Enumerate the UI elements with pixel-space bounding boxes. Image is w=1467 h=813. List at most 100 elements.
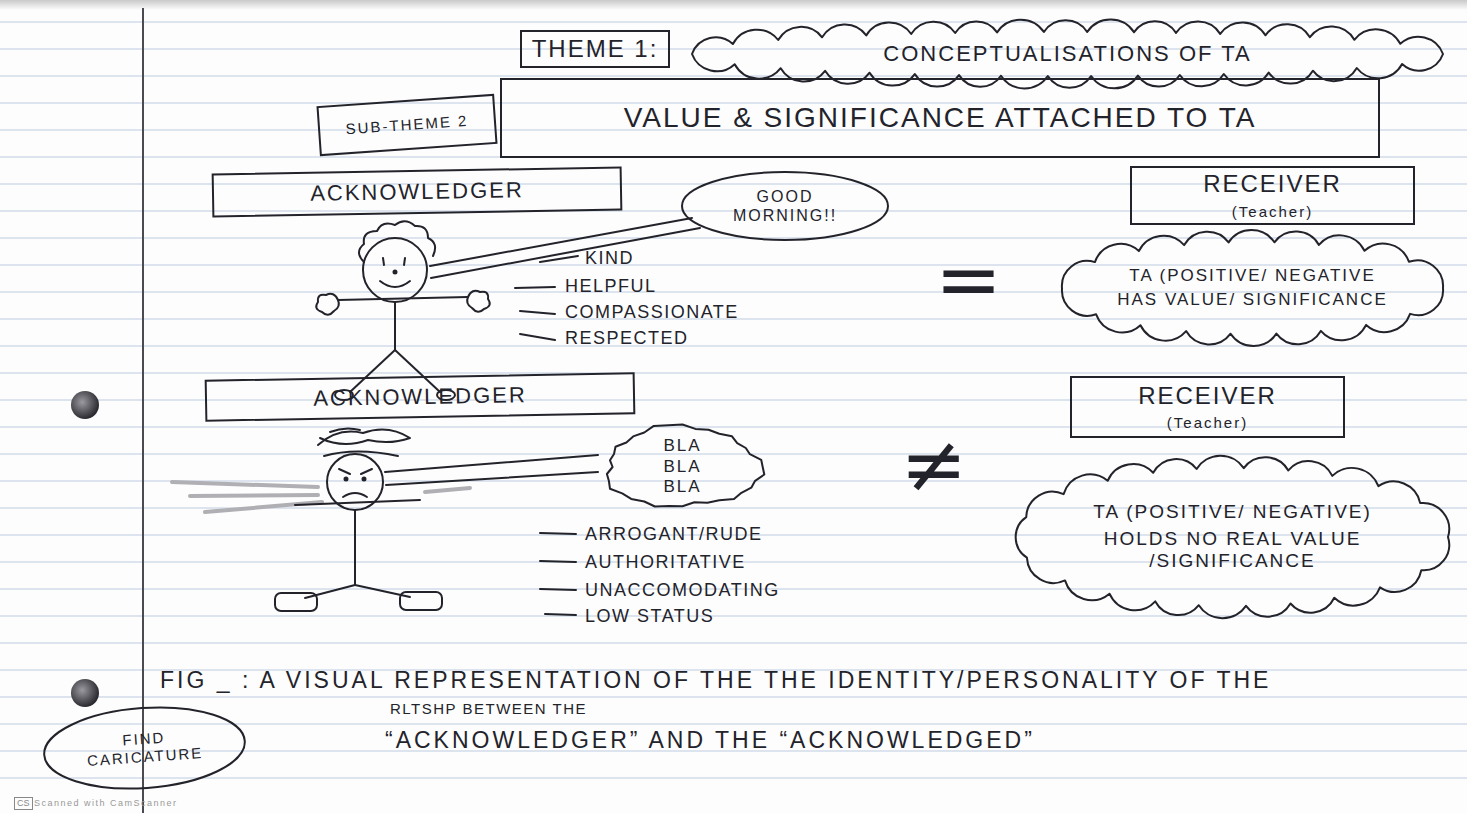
node-text: RECEIVER [1203, 170, 1342, 199]
node-text: FIND CARICATURE [81, 726, 208, 771]
leader-line [520, 311, 555, 314]
ruled-lines [0, 22, 1467, 778]
node-text: HAS VALUE/ SIGNIFICANCE [1117, 290, 1388, 310]
ruled-line [0, 238, 1467, 239]
trait-label: RESPECTED [565, 328, 689, 350]
eye [404, 258, 405, 265]
equals-sign: = [935, 240, 1002, 320]
note-circle: FIND CARICATURE [39, 699, 249, 797]
trait-label: AUTHORITATIVE [585, 552, 746, 574]
node-text: THEME 1: [532, 35, 659, 64]
boot [400, 592, 442, 610]
subtheme-title-box: VALUE & SIGNIFICANCE ATTACHED TO TA [500, 78, 1380, 158]
smile [380, 281, 410, 287]
node-text: ACKNOWLEDGER [310, 177, 524, 207]
ruled-line [0, 373, 1467, 374]
fist [316, 294, 339, 315]
scribbled-hair [318, 428, 410, 456]
body [354, 510, 356, 585]
receiver-box: RECEIVER (Teacher) [1070, 376, 1345, 438]
node-text: (Teacher) [1232, 203, 1313, 221]
node-text: TA (POSITIVE/ NEGATIVE) [1093, 501, 1372, 524]
eye [345, 478, 348, 481]
fist [467, 291, 490, 312]
speech-tail [430, 218, 692, 266]
leader-line [540, 533, 576, 534]
speech-tail [386, 472, 598, 485]
head [363, 238, 427, 302]
trait-label: LOW STATUS [585, 606, 714, 628]
ruled-line [0, 778, 1467, 779]
node-text: GOOD MORNING!! [728, 187, 842, 225]
node-text: CONCEPTUALISATIONS OF TA [883, 41, 1251, 67]
node-text: BLA BLA BLA [650, 436, 715, 497]
acknowledger-box: ACKNOWLEDGER [212, 166, 623, 217]
trait-label: ARROGANT/RUDE [585, 524, 763, 546]
inserted-note: RLTSHP BETWEEN THE [390, 700, 587, 718]
thought-cloud: TA (POSITIVE/ NEGATIVE HAS VALUE/ SIGNIFI… [1050, 230, 1455, 346]
motion-lines [172, 482, 470, 512]
blob-outline [607, 425, 764, 507]
cloud-outline [1016, 456, 1450, 618]
body [394, 302, 396, 350]
eye [383, 258, 384, 265]
nose [394, 271, 397, 274]
speech-bubble: BLA BLA BLA [590, 416, 775, 518]
node-text: SUB-THEME 2 [345, 112, 469, 139]
brow [339, 469, 350, 474]
motion-line [172, 482, 318, 487]
node-text: (Teacher) [1167, 414, 1248, 432]
trait-label: COMPASSIONATE [565, 302, 739, 324]
figure-caption: FIG _ : A VISUAL REPRESENTATION OF THE T… [160, 650, 1450, 770]
speech-tail [385, 455, 598, 472]
outline [1050, 230, 1455, 346]
ruled-line [0, 697, 1467, 698]
speech-tail [431, 228, 700, 278]
motion-line [425, 488, 470, 492]
thought-cloud: TA (POSITIVE/ NEGATIVE) HOLDS NO REAL VAL… [1005, 456, 1460, 618]
watermark-logo: CS [14, 797, 33, 810]
watermark: Scanned with CamScanner [34, 798, 178, 809]
not-equals-sign: ≠ [900, 425, 967, 505]
ruled-line [0, 643, 1467, 644]
leader-line [540, 256, 578, 262]
angry-figure [275, 428, 598, 615]
node-text: VALUE & SIGNIFICANCE ATTACHED TO TA [624, 101, 1257, 135]
leg [305, 585, 355, 598]
arms [295, 500, 420, 505]
motion-line [205, 502, 322, 512]
leader-line [540, 561, 576, 562]
motion-line [190, 495, 318, 496]
leader-line [520, 334, 555, 340]
punch-hole [71, 679, 99, 707]
node-text: ACKNOWLEDGER [313, 382, 527, 412]
ellipse-outline [41, 701, 247, 795]
ruled-line [0, 616, 1467, 617]
trait-label: KIND [585, 248, 634, 270]
boot [275, 593, 317, 611]
trait-label: HELPFUL [565, 276, 657, 298]
leader-line [545, 614, 576, 615]
outline [680, 170, 890, 242]
eye [363, 478, 366, 481]
brow [361, 469, 372, 474]
receiver-box: RECEIVER (Teacher) [1130, 166, 1415, 225]
trait-label: UNACCOMODATING [585, 580, 780, 602]
frown [343, 493, 367, 497]
ruled-line [0, 76, 1467, 77]
punch-hole [71, 391, 99, 419]
node-text: HOLDS NO REAL VALUE /SIGNIFICANCE [1080, 528, 1385, 574]
ellipse-outline [682, 172, 888, 240]
ruled-line [0, 454, 1467, 455]
margin-line [142, 8, 144, 813]
ruled-line [0, 481, 1467, 482]
acknowledger-box: ACKNOWLEDGER [205, 372, 636, 421]
speech-bubble: GOOD MORNING!! [680, 170, 890, 242]
leader-line [515, 287, 555, 288]
ruled-line [0, 724, 1467, 725]
leader-line [540, 589, 576, 590]
node-text: TA (POSITIVE/ NEGATIVE [1129, 266, 1375, 286]
node-text: RECEIVER [1138, 382, 1277, 411]
scan-shadow [0, 0, 1467, 10]
